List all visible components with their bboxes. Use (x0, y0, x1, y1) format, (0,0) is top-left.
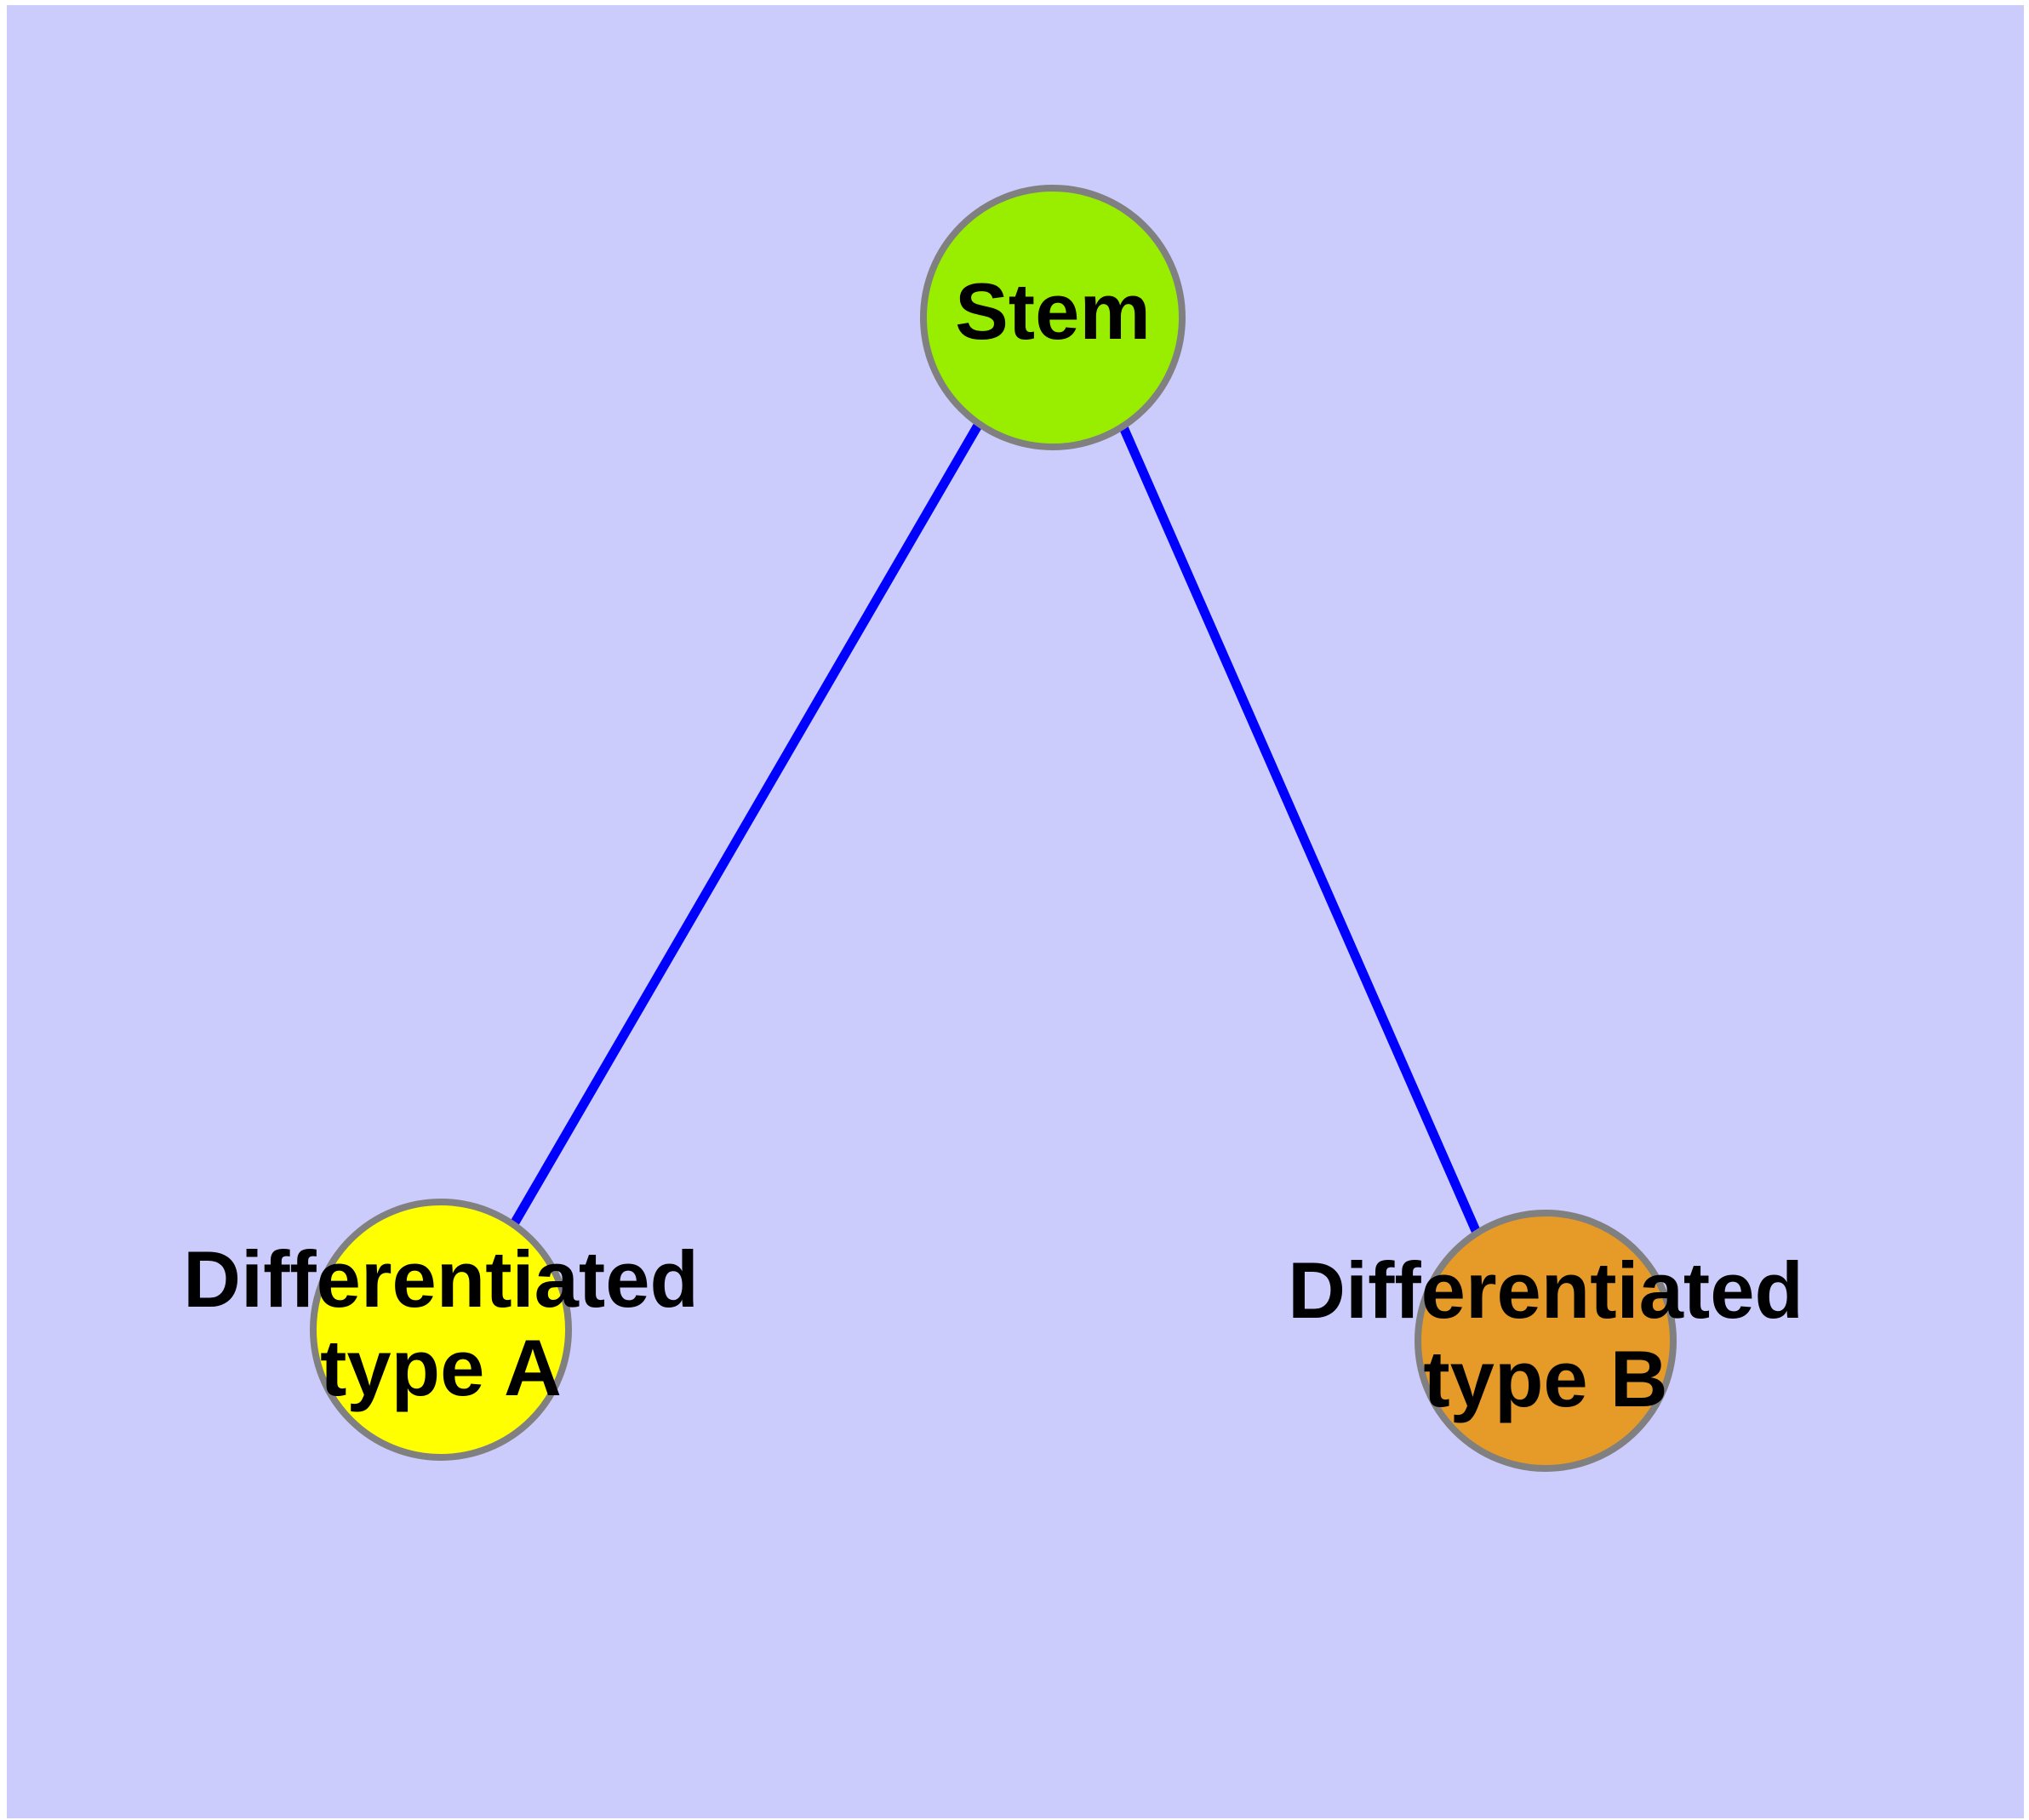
node-differentiated-type-a-label-line-0: Differentiated (183, 1234, 699, 1324)
edges-layer (511, 421, 1482, 1235)
node-stem-label: Stem (955, 266, 1151, 356)
node-differentiated-type-b-label-line-1: type B (1423, 1334, 1667, 1423)
node-differentiated-type-a-label-line-1: type A (320, 1323, 562, 1412)
edge-stem-diff-b (1118, 425, 1482, 1235)
edge-stem-diff-a (511, 421, 983, 1225)
node-differentiated-type-b-label-line-0: Differentiated (1288, 1245, 1803, 1335)
node-differentiated-type-a-circle[interactable] (310, 1199, 572, 1461)
node-differentiated-type-b-circle[interactable] (1415, 1210, 1677, 1472)
node-stem-circle[interactable] (920, 185, 1186, 450)
node-stem-label-line-0: Stem (955, 266, 1151, 356)
node-stem[interactable]: Stem (920, 185, 1186, 450)
